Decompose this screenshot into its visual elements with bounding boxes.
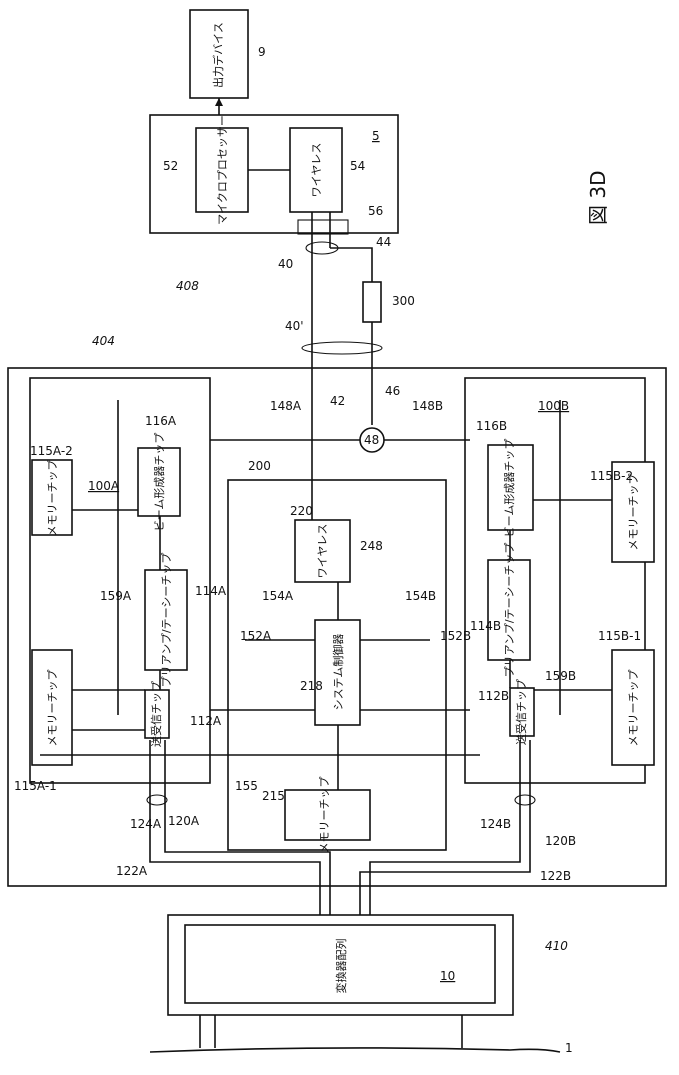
preamp-a-label: プリアンプ/テーシーチップ bbox=[160, 553, 173, 688]
ref-122b: 122B bbox=[540, 869, 571, 883]
system-wireless-label: ワイヤレス bbox=[316, 524, 329, 579]
mem-b1-label: メモリーチップ bbox=[627, 670, 640, 747]
ref-122a: 122A bbox=[116, 864, 148, 878]
module-a-ref: 100A bbox=[88, 479, 120, 493]
microprocessor-label: マイクロプロセッサー bbox=[216, 115, 229, 225]
system-ref: 200 bbox=[248, 459, 271, 473]
ref-40: 40 bbox=[278, 257, 293, 271]
preamp-b-label: プリアンプ/テーシーチップ bbox=[503, 543, 516, 678]
mem-a1-ref: 115A-1 bbox=[14, 779, 57, 793]
ref-152b: 152B bbox=[440, 629, 471, 643]
ref-410: 410 bbox=[545, 939, 568, 953]
ref-124b: 124B bbox=[480, 817, 511, 831]
unit5-wireless-label: ワイヤレス bbox=[310, 143, 323, 198]
controller-label: システム制御器 bbox=[331, 634, 345, 711]
ground-surface bbox=[150, 1048, 560, 1052]
ref-42: 42 bbox=[330, 394, 345, 408]
ref-404: 404 bbox=[92, 334, 115, 348]
system-mem-label: メモリーチップ bbox=[318, 777, 331, 854]
ref-44: 44 bbox=[376, 235, 391, 249]
ref-120a: 120A bbox=[168, 814, 200, 828]
array-label: 変換器配列 bbox=[334, 939, 348, 994]
box-300 bbox=[363, 282, 381, 322]
output-device-label: 出力デバイス bbox=[211, 22, 225, 88]
ref-408: 408 bbox=[176, 279, 199, 293]
module-b-ref: 100B bbox=[538, 399, 569, 413]
ref-148b: 148B bbox=[412, 399, 443, 413]
preamp-a-ref: 114A bbox=[195, 584, 227, 598]
cable-bundle-40p bbox=[302, 342, 382, 354]
ref-46: 46 bbox=[385, 384, 400, 398]
ref-300: 300 bbox=[392, 294, 415, 308]
ref-218: 218 bbox=[300, 679, 323, 693]
ref-155: 155 bbox=[235, 779, 258, 793]
arrow-up-icon bbox=[215, 98, 223, 106]
ref-40p: 40' bbox=[285, 319, 304, 333]
ref-5: 5 bbox=[372, 129, 380, 143]
trx-b-label: 送受信チップ bbox=[514, 679, 528, 745]
mem-a2-ref: 115A-2 bbox=[30, 444, 73, 458]
ref-152a: 152A bbox=[240, 629, 272, 643]
ref-248: 248 bbox=[360, 539, 383, 553]
ref-56: 56 bbox=[368, 204, 383, 218]
beam-a-ref: 116A bbox=[145, 414, 177, 428]
ref-124a: 124A bbox=[130, 817, 162, 831]
trx-b-ref: 112B bbox=[478, 689, 509, 703]
bus-a-ref: 159A bbox=[100, 589, 132, 603]
ground-ref: 1 bbox=[565, 1041, 573, 1055]
output-device-ref: 9 bbox=[258, 45, 266, 59]
figure-label: 図 3D bbox=[586, 171, 610, 225]
trx-a-ref: 112A bbox=[190, 714, 222, 728]
mem-a1-label: メモリーチップ bbox=[46, 670, 59, 747]
cable-bundle-b bbox=[515, 795, 535, 805]
mem-b2-label: メモリーチップ bbox=[627, 474, 640, 551]
unit5-box bbox=[150, 115, 398, 233]
ref-154a: 154A bbox=[262, 589, 294, 603]
array-ref: 10 bbox=[440, 969, 455, 983]
mem-b2-ref: 115B-2 bbox=[590, 469, 633, 483]
ref-48: 48 bbox=[364, 433, 379, 447]
cable-44 bbox=[330, 248, 372, 282]
ref-154b: 154B bbox=[405, 589, 436, 603]
ref-54: 54 bbox=[350, 159, 365, 173]
ref-215: 215 bbox=[262, 789, 285, 803]
ref-148a: 148A bbox=[270, 399, 302, 413]
ref-52: 52 bbox=[163, 159, 178, 173]
ref-220: 220 bbox=[290, 504, 313, 518]
preamp-b-ref: 114B bbox=[470, 619, 501, 633]
beam-b-label: ビーム形成器チップ bbox=[503, 439, 516, 538]
mem-b1-ref: 115B-1 bbox=[598, 629, 641, 643]
mem-a2-label: メモリーチップ bbox=[46, 460, 59, 537]
beam-b-ref: 116B bbox=[476, 419, 507, 433]
trx-a-label: 送受信チップ bbox=[149, 681, 163, 747]
ref-120b: 120B bbox=[545, 834, 576, 848]
